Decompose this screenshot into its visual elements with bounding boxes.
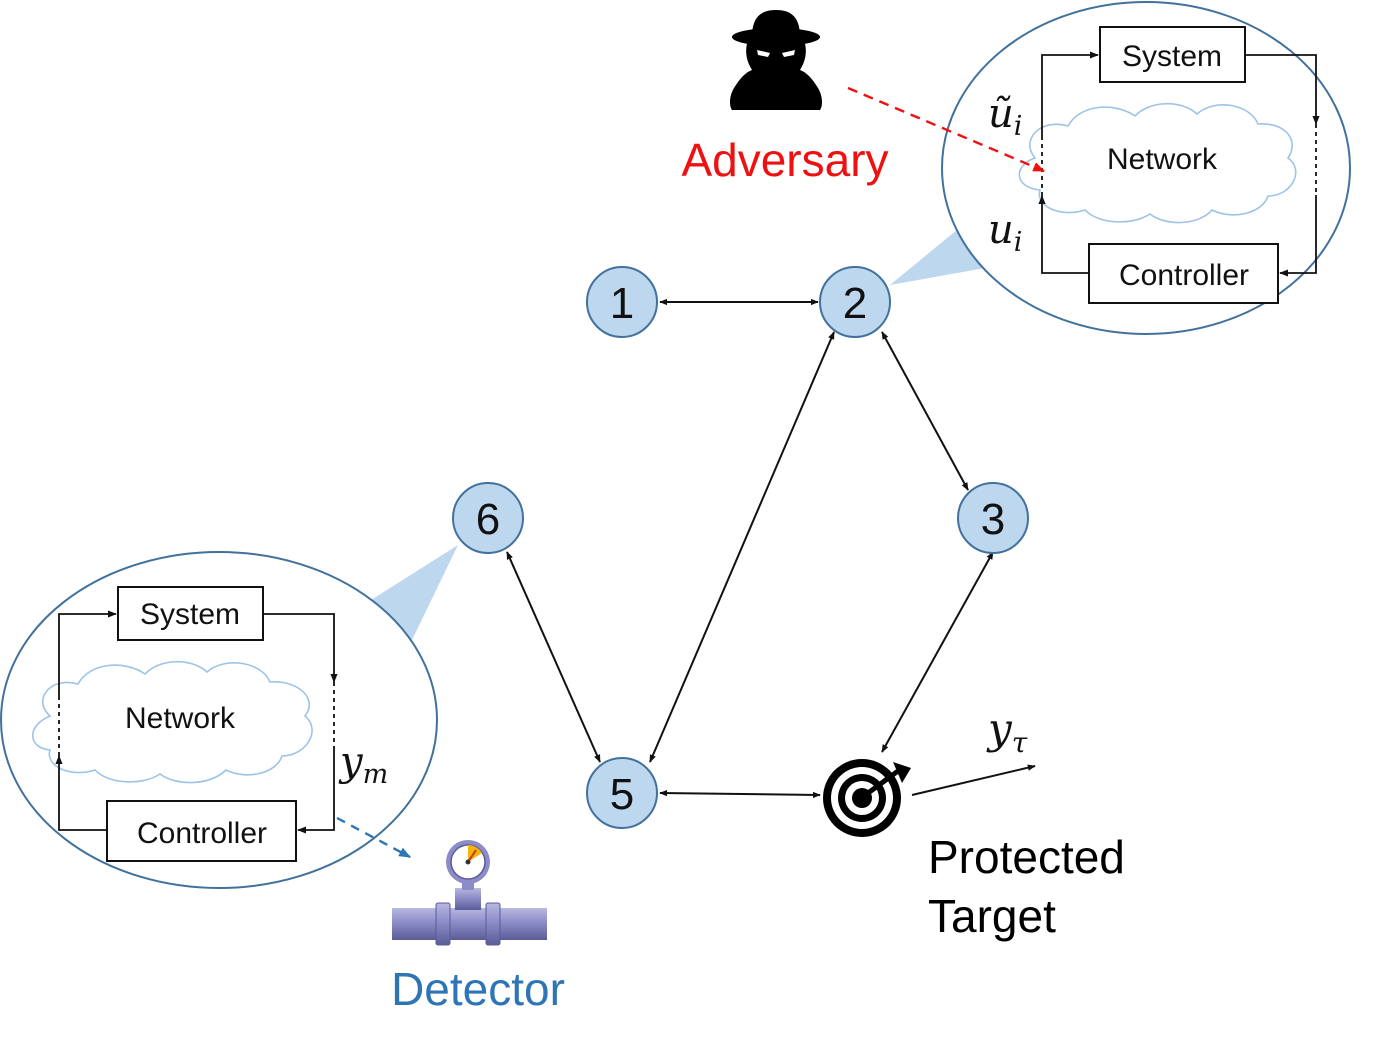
svg-text:ũi: ũi — [988, 91, 1022, 142]
zoom-top-system-label: System — [1122, 40, 1222, 73]
edges — [506, 298, 1036, 799]
edge-5-target — [659, 789, 821, 799]
node-3-label: 3 — [981, 495, 1005, 544]
edge-target-output — [911, 764, 1036, 796]
node-2: 2 — [819, 266, 891, 338]
node-2-label: 2 — [843, 279, 867, 328]
zoom-top: Network System Controller ũi ui — [941, 1, 1351, 335]
zoom-bottom-system-box — [117, 586, 264, 641]
target-icon — [823, 759, 911, 837]
node-1-label: 1 — [610, 279, 634, 328]
pressure-gauge-pipe-icon — [392, 840, 547, 946]
edge-6-5 — [506, 551, 601, 763]
zoom-bottom-system-label: System — [140, 598, 240, 631]
svg-text:yτ: yτ — [986, 704, 1028, 759]
zoom-bottom-controller-box — [106, 800, 297, 862]
node-6-label: 6 — [476, 495, 500, 544]
edge-3-target — [881, 551, 994, 753]
zoom-top-system-box — [1099, 26, 1246, 83]
zoom-top-input-tilde-label: ũi — [988, 91, 1022, 142]
zoom-top-network-label: Network — [1107, 143, 1218, 176]
zoom-top-controller-label: Controller — [1119, 259, 1249, 292]
node-3: 3 — [957, 482, 1029, 554]
cloud-top — [1018, 103, 1297, 224]
zoom-bottom-measurement-label: ym — [338, 739, 388, 790]
edge-2-3 — [881, 331, 969, 491]
zoom-top-controller-box — [1088, 243, 1279, 304]
detector-label: Detector — [391, 963, 565, 1015]
node-6: 6 — [452, 482, 524, 554]
svg-text:ui: ui — [988, 207, 1022, 258]
zoom-top-input-label: ui — [988, 207, 1022, 258]
svg-text:ym: ym — [338, 739, 388, 790]
detector-monitor-arrow — [336, 816, 412, 859]
adversary-label: Adversary — [681, 134, 888, 186]
edge-2-5 — [649, 331, 835, 763]
target-label-line2: Target — [928, 890, 1056, 942]
cloud-bottom — [32, 661, 313, 784]
target-output-label: yτ — [986, 704, 1028, 759]
spy-icon — [730, 10, 822, 110]
node-5-label: 5 — [610, 770, 634, 819]
target-label-line1: Protected — [928, 831, 1125, 883]
zoom-bottom: Network System Controller ym — [0, 551, 438, 889]
adversary-attack-arrow — [847, 86, 1046, 173]
node-5: 5 — [586, 757, 658, 829]
zoom-bottom-controller-label: Controller — [137, 817, 267, 850]
node-1: 1 — [586, 266, 658, 338]
zoom-bottom-network-label: Network — [125, 702, 236, 735]
